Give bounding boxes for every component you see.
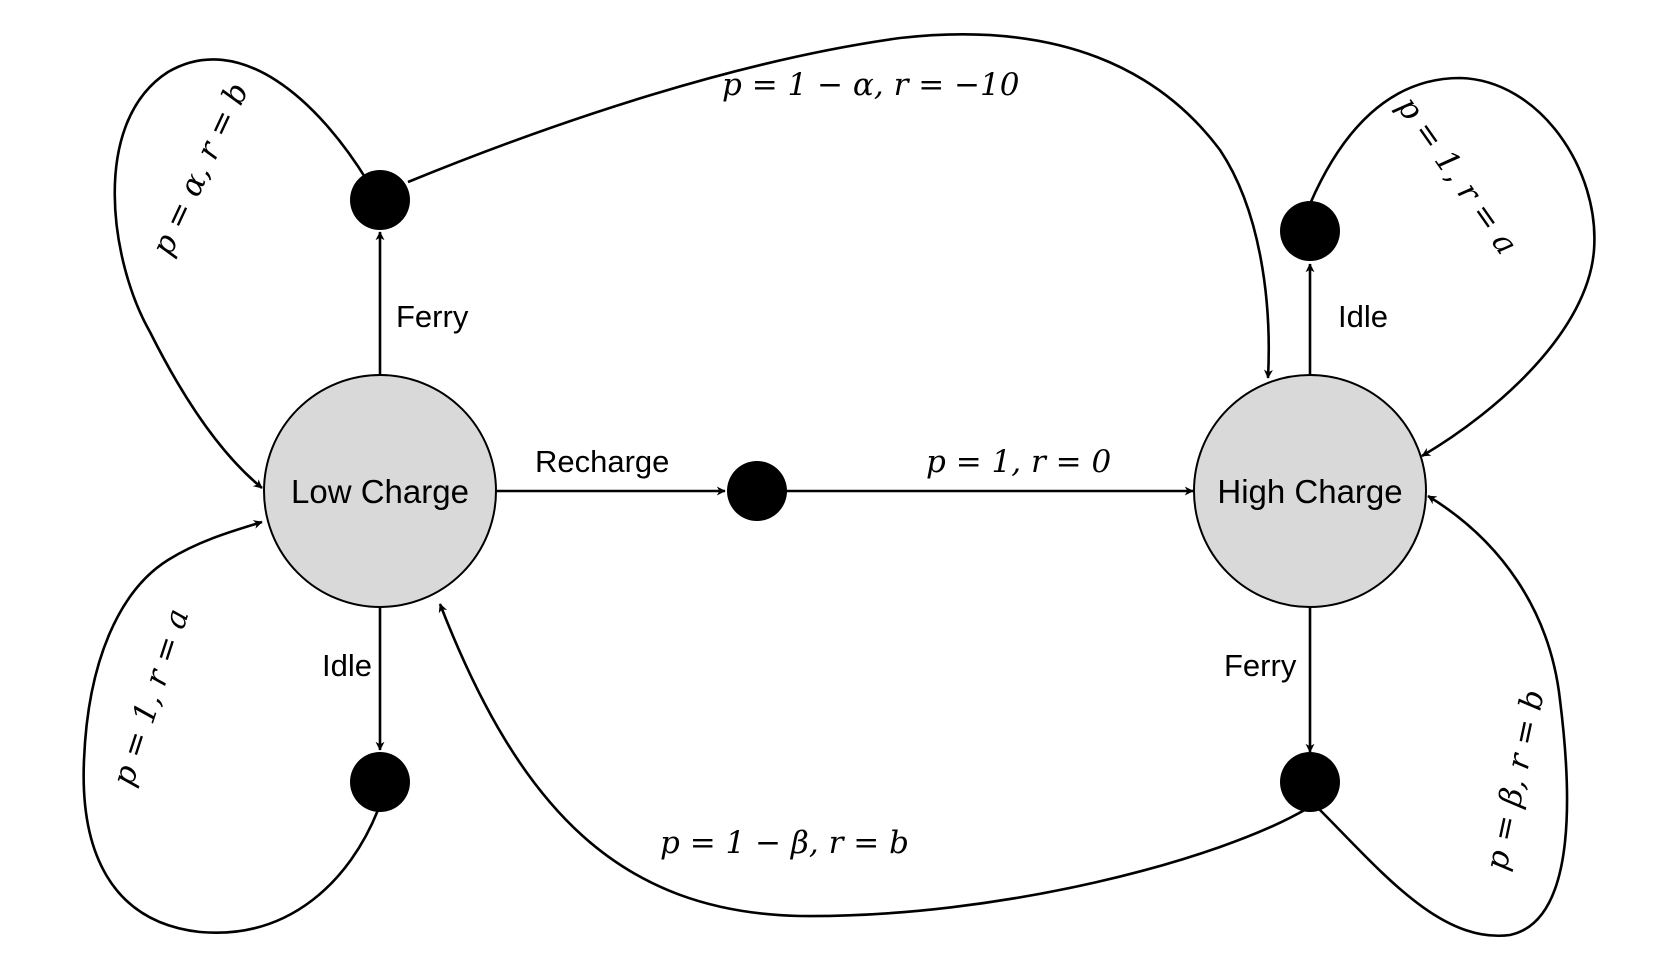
transition-high-idle-stay-label: p = 1, r = a: [1389, 90, 1524, 261]
action-low-recharge-label: Recharge: [535, 444, 669, 479]
chance-node-low-ferry: [350, 170, 410, 230]
transition-low-ferry-to-high-label: p = 1 − α, r = −10: [722, 67, 1020, 103]
chance-node-low-idle: [350, 752, 410, 812]
state-low-charge: [263, 374, 497, 608]
state-low-charge-label: Low Charge: [291, 473, 469, 510]
transition-recharge-to-high-label: p = 1, r = 0: [926, 444, 1111, 480]
edge-low-idle-stay: [82, 520, 380, 935]
transition-high-ferry-to-low-label: p = 1 − β, r = b: [660, 825, 909, 861]
transition-high-ferry-stay-label: p = β, r = b: [1479, 687, 1552, 874]
transition-low-ferry-stay-label: p = α, r = b: [145, 77, 256, 261]
chance-node-high-idle: [1280, 201, 1340, 261]
edge-high-ferry-to-low: [438, 603, 1309, 918]
action-high-idle-label: Idle: [1338, 299, 1388, 334]
edge-low-ferry-to-high: [407, 33, 1273, 379]
edge-high-idle-stay: [1308, 76, 1596, 458]
state-high-charge-label: High Charge: [1217, 473, 1402, 510]
state-high-charge: [1193, 374, 1427, 608]
chance-node-high-ferry: [1280, 752, 1340, 812]
transition-low-idle-stay-label: p = 1, r = a: [105, 604, 196, 790]
action-high-ferry-label: Ferry: [1224, 648, 1297, 683]
chance-node-recharge: [727, 461, 787, 521]
edge-high-ferry-stay: [1317, 494, 1569, 938]
action-low-idle-label: Idle: [322, 648, 372, 683]
action-low-ferry-label: Ferry: [396, 299, 469, 334]
edge-low-ferry-stay: [113, 58, 370, 490]
